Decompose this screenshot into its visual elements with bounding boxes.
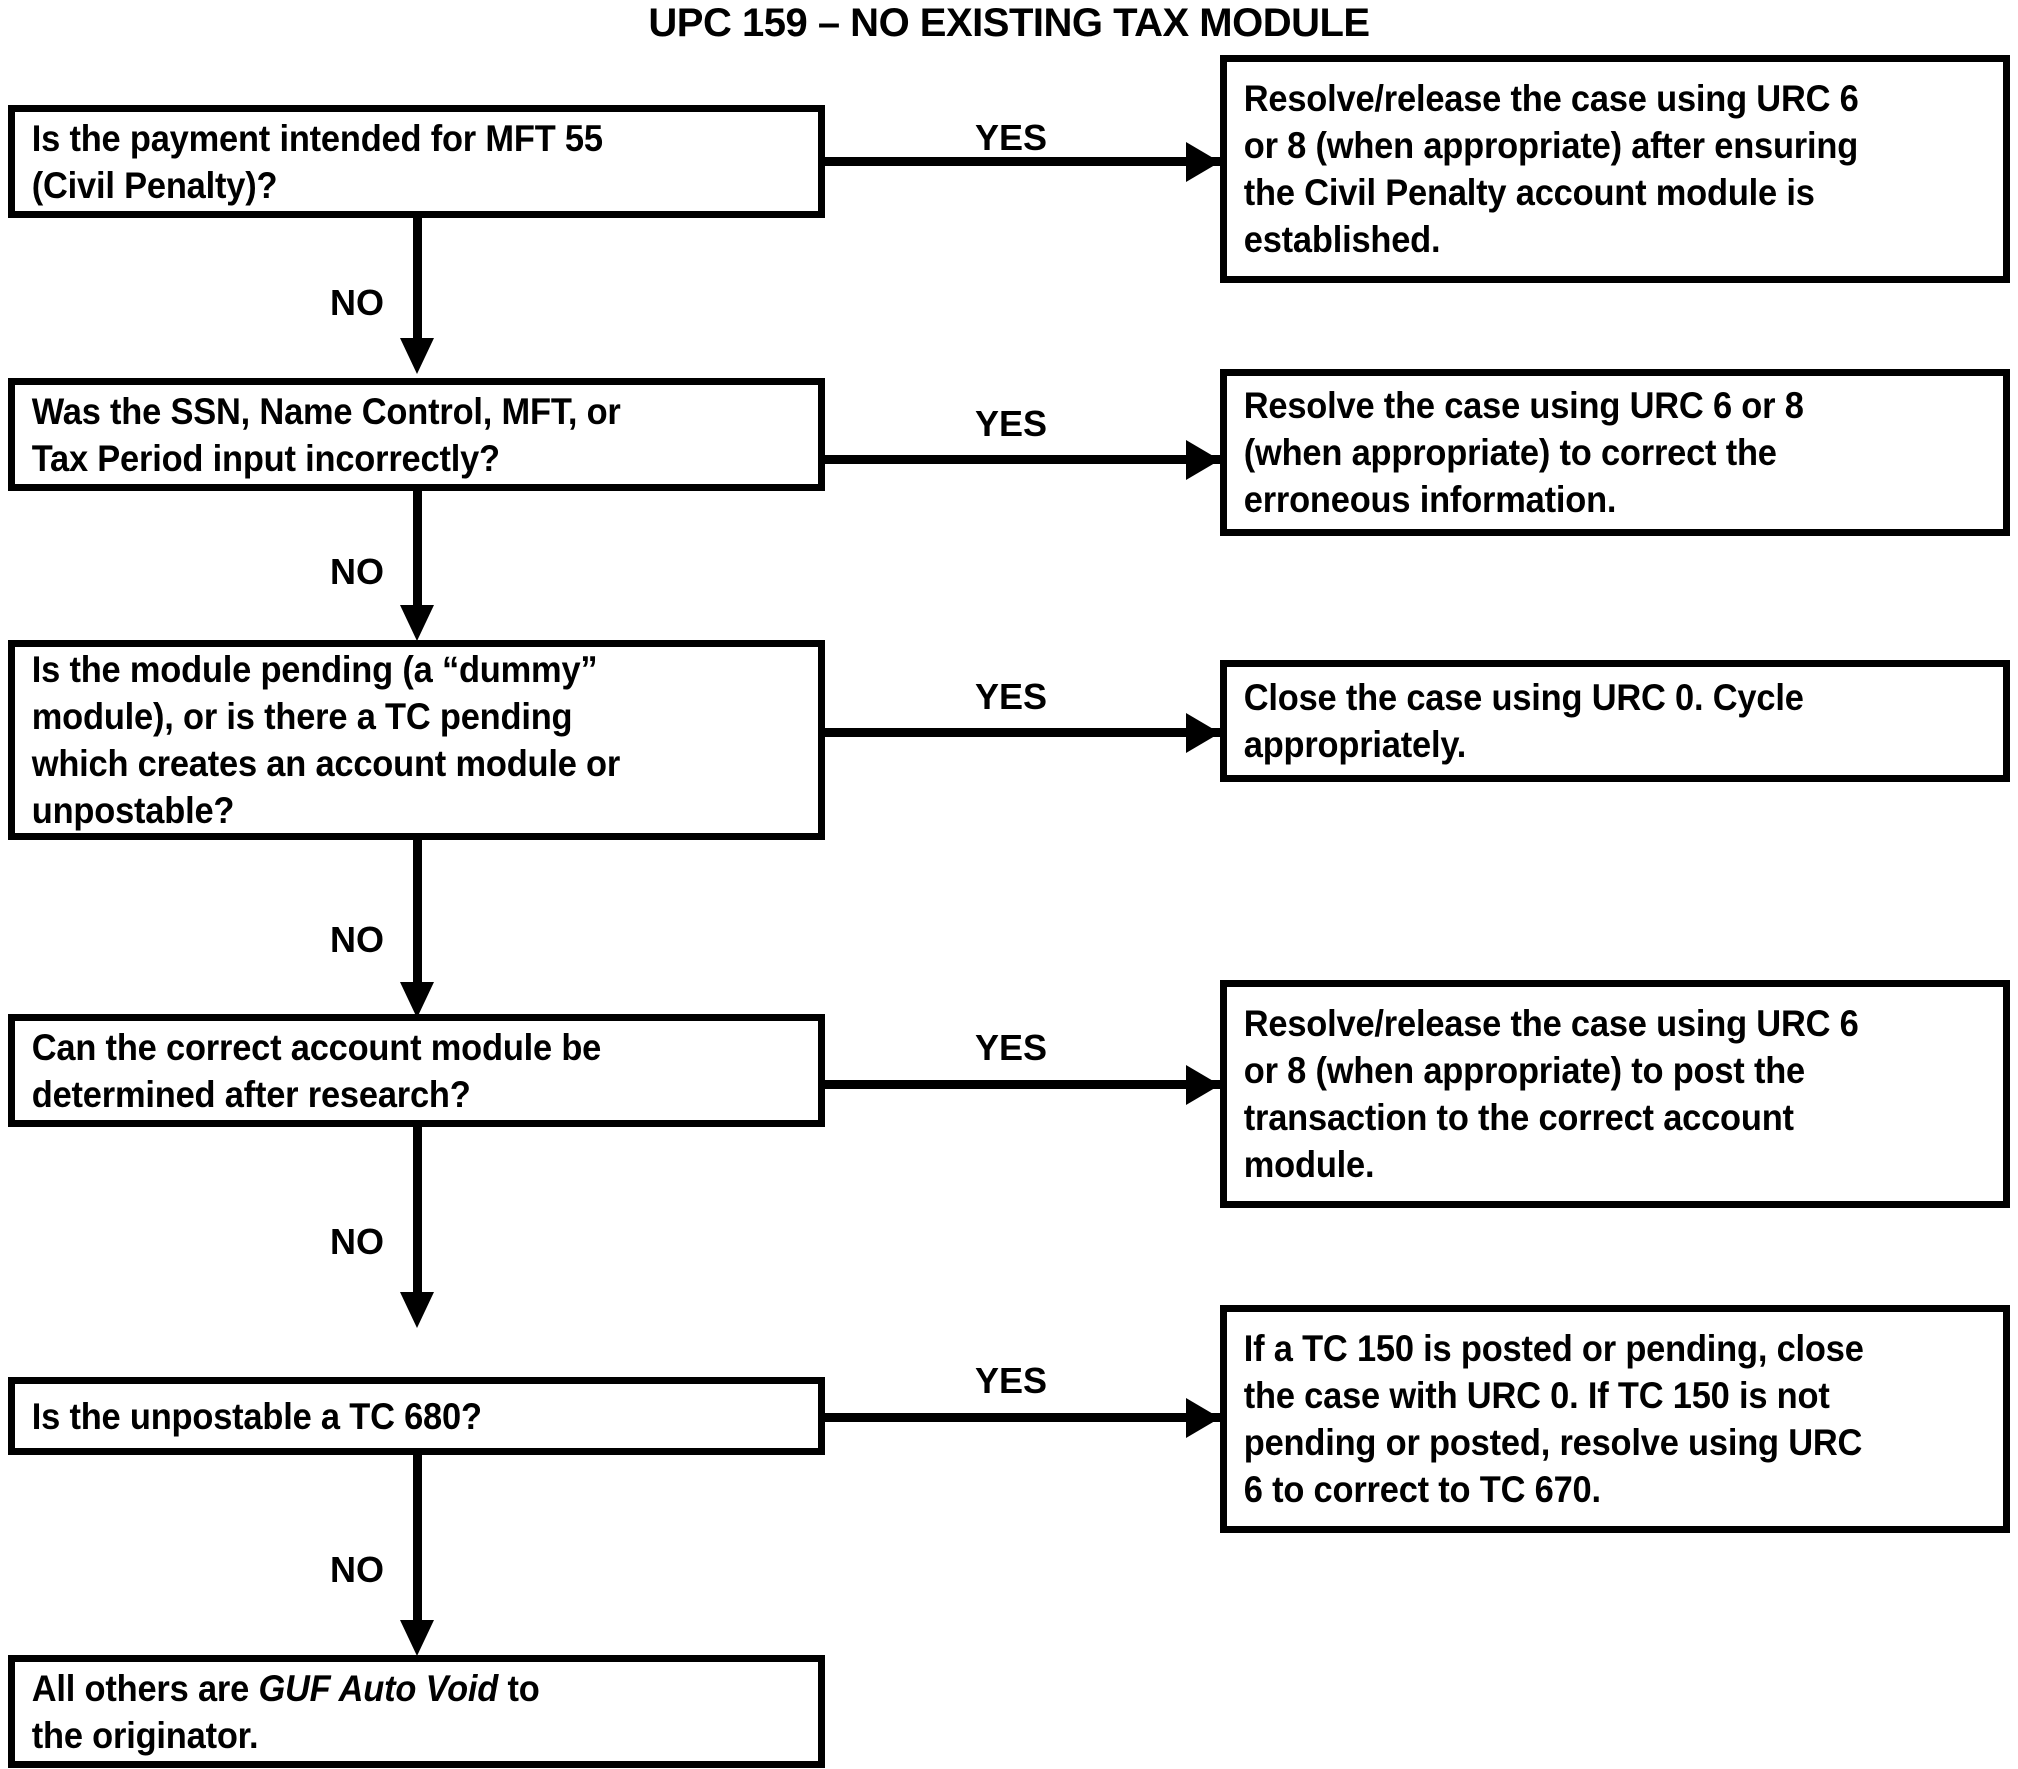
decision-node-tc680-text: Is the unpostable a TC 680? (31, 1395, 482, 1437)
edge-no-1-line (413, 218, 422, 346)
edge-yes-2-line (825, 455, 1220, 464)
edge-label-yes-1: YES (975, 117, 1048, 158)
action-node-erroneous-info-text: Resolve the case using URC 6 or 8 (when … (1243, 385, 1804, 520)
decision-node-mft55-text: Is the payment intended for MFT 55 (Civi… (31, 117, 603, 206)
action-node-tc150: If a TC 150 is posted or pending, close … (1220, 1305, 2010, 1533)
decision-node-correct-module-text: Can the correct account module be determ… (31, 1026, 602, 1115)
edge-label-yes-3: YES (975, 676, 1048, 717)
edge-label-no-5: NO (330, 1549, 384, 1590)
terminal-prefix: All others are (31, 1667, 259, 1709)
action-node-close-urc0-text: Close the case using URC 0. Cycle approp… (1243, 677, 1804, 765)
edge-yes-1-line (825, 157, 1220, 166)
edge-no-4-line (413, 1127, 422, 1300)
page-title: UPC 159 – NO EXISTING TAX MODULE (648, 1, 1370, 45)
action-node-tc150-text: If a TC 150 is posted or pending, close … (1243, 1328, 1864, 1510)
edge-yes-4-line (825, 1080, 1220, 1089)
edge-yes-3-arrowhead (1186, 713, 1220, 753)
edge-yes-5-arrowhead (1186, 1398, 1220, 1438)
edge-label-yes-4: YES (975, 1027, 1048, 1068)
edge-yes-3-line (825, 728, 1220, 737)
edge-yes-4-arrowhead (1186, 1065, 1220, 1105)
edge-yes-5-line (825, 1413, 1220, 1422)
edge-label-yes-2: YES (975, 403, 1048, 444)
action-node-erroneous-info: Resolve the case using URC 6 or 8 (when … (1220, 369, 2010, 536)
action-node-post-transaction: Resolve/release the case using URC 6 or … (1220, 980, 2010, 1208)
terminal-suffix: to the originator. (31, 1667, 540, 1756)
decision-node-module-pending: Is the module pending (a “dummy” module)… (8, 640, 825, 840)
edge-no-2-arrowhead (400, 605, 434, 641)
decision-node-ssn-input: Was the SSN, Name Control, MFT, or Tax P… (8, 378, 825, 491)
edge-label-no-4: NO (330, 1221, 384, 1262)
edge-no-4-arrowhead (400, 1292, 434, 1328)
edge-label-no-1: NO (330, 282, 384, 323)
terminal-node-guf-auto-void: All others are GUF Auto Void to the orig… (8, 1655, 825, 1768)
edge-label-yes-5: YES (975, 1360, 1048, 1401)
edge-no-5-line (413, 1455, 422, 1628)
edge-yes-1-arrowhead (1186, 142, 1220, 182)
terminal-node-guf-auto-void-text: All others are GUF Auto Void to the orig… (15, 1663, 762, 1761)
edge-no-5-arrowhead (400, 1620, 434, 1656)
action-node-civil-penalty-text: Resolve/release the case using URC 6 or … (1243, 78, 1859, 260)
action-node-post-transaction-text: Resolve/release the case using URC 6 or … (1243, 1003, 1859, 1185)
decision-node-module-pending-text: Is the module pending (a “dummy” module)… (31, 649, 621, 831)
action-node-civil-penalty: Resolve/release the case using URC 6 or … (1220, 55, 2010, 283)
action-node-close-urc0: Close the case using URC 0. Cycle approp… (1220, 660, 2010, 782)
decision-node-ssn-input-text: Was the SSN, Name Control, MFT, or Tax P… (31, 390, 621, 479)
edge-yes-2-arrowhead (1186, 440, 1220, 480)
decision-node-mft55: Is the payment intended for MFT 55 (Civi… (8, 105, 825, 218)
edge-no-2-line (413, 491, 422, 613)
edge-no-3-arrowhead (400, 982, 434, 1018)
terminal-emphasis: GUF Auto Void (258, 1667, 499, 1709)
edge-no-1-arrowhead (400, 338, 434, 374)
edge-no-3-line (413, 840, 422, 990)
decision-node-tc680: Is the unpostable a TC 680? (8, 1377, 825, 1455)
edge-label-no-3: NO (330, 919, 384, 960)
decision-node-correct-module: Can the correct account module be determ… (8, 1014, 825, 1127)
edge-label-no-2: NO (330, 551, 384, 592)
